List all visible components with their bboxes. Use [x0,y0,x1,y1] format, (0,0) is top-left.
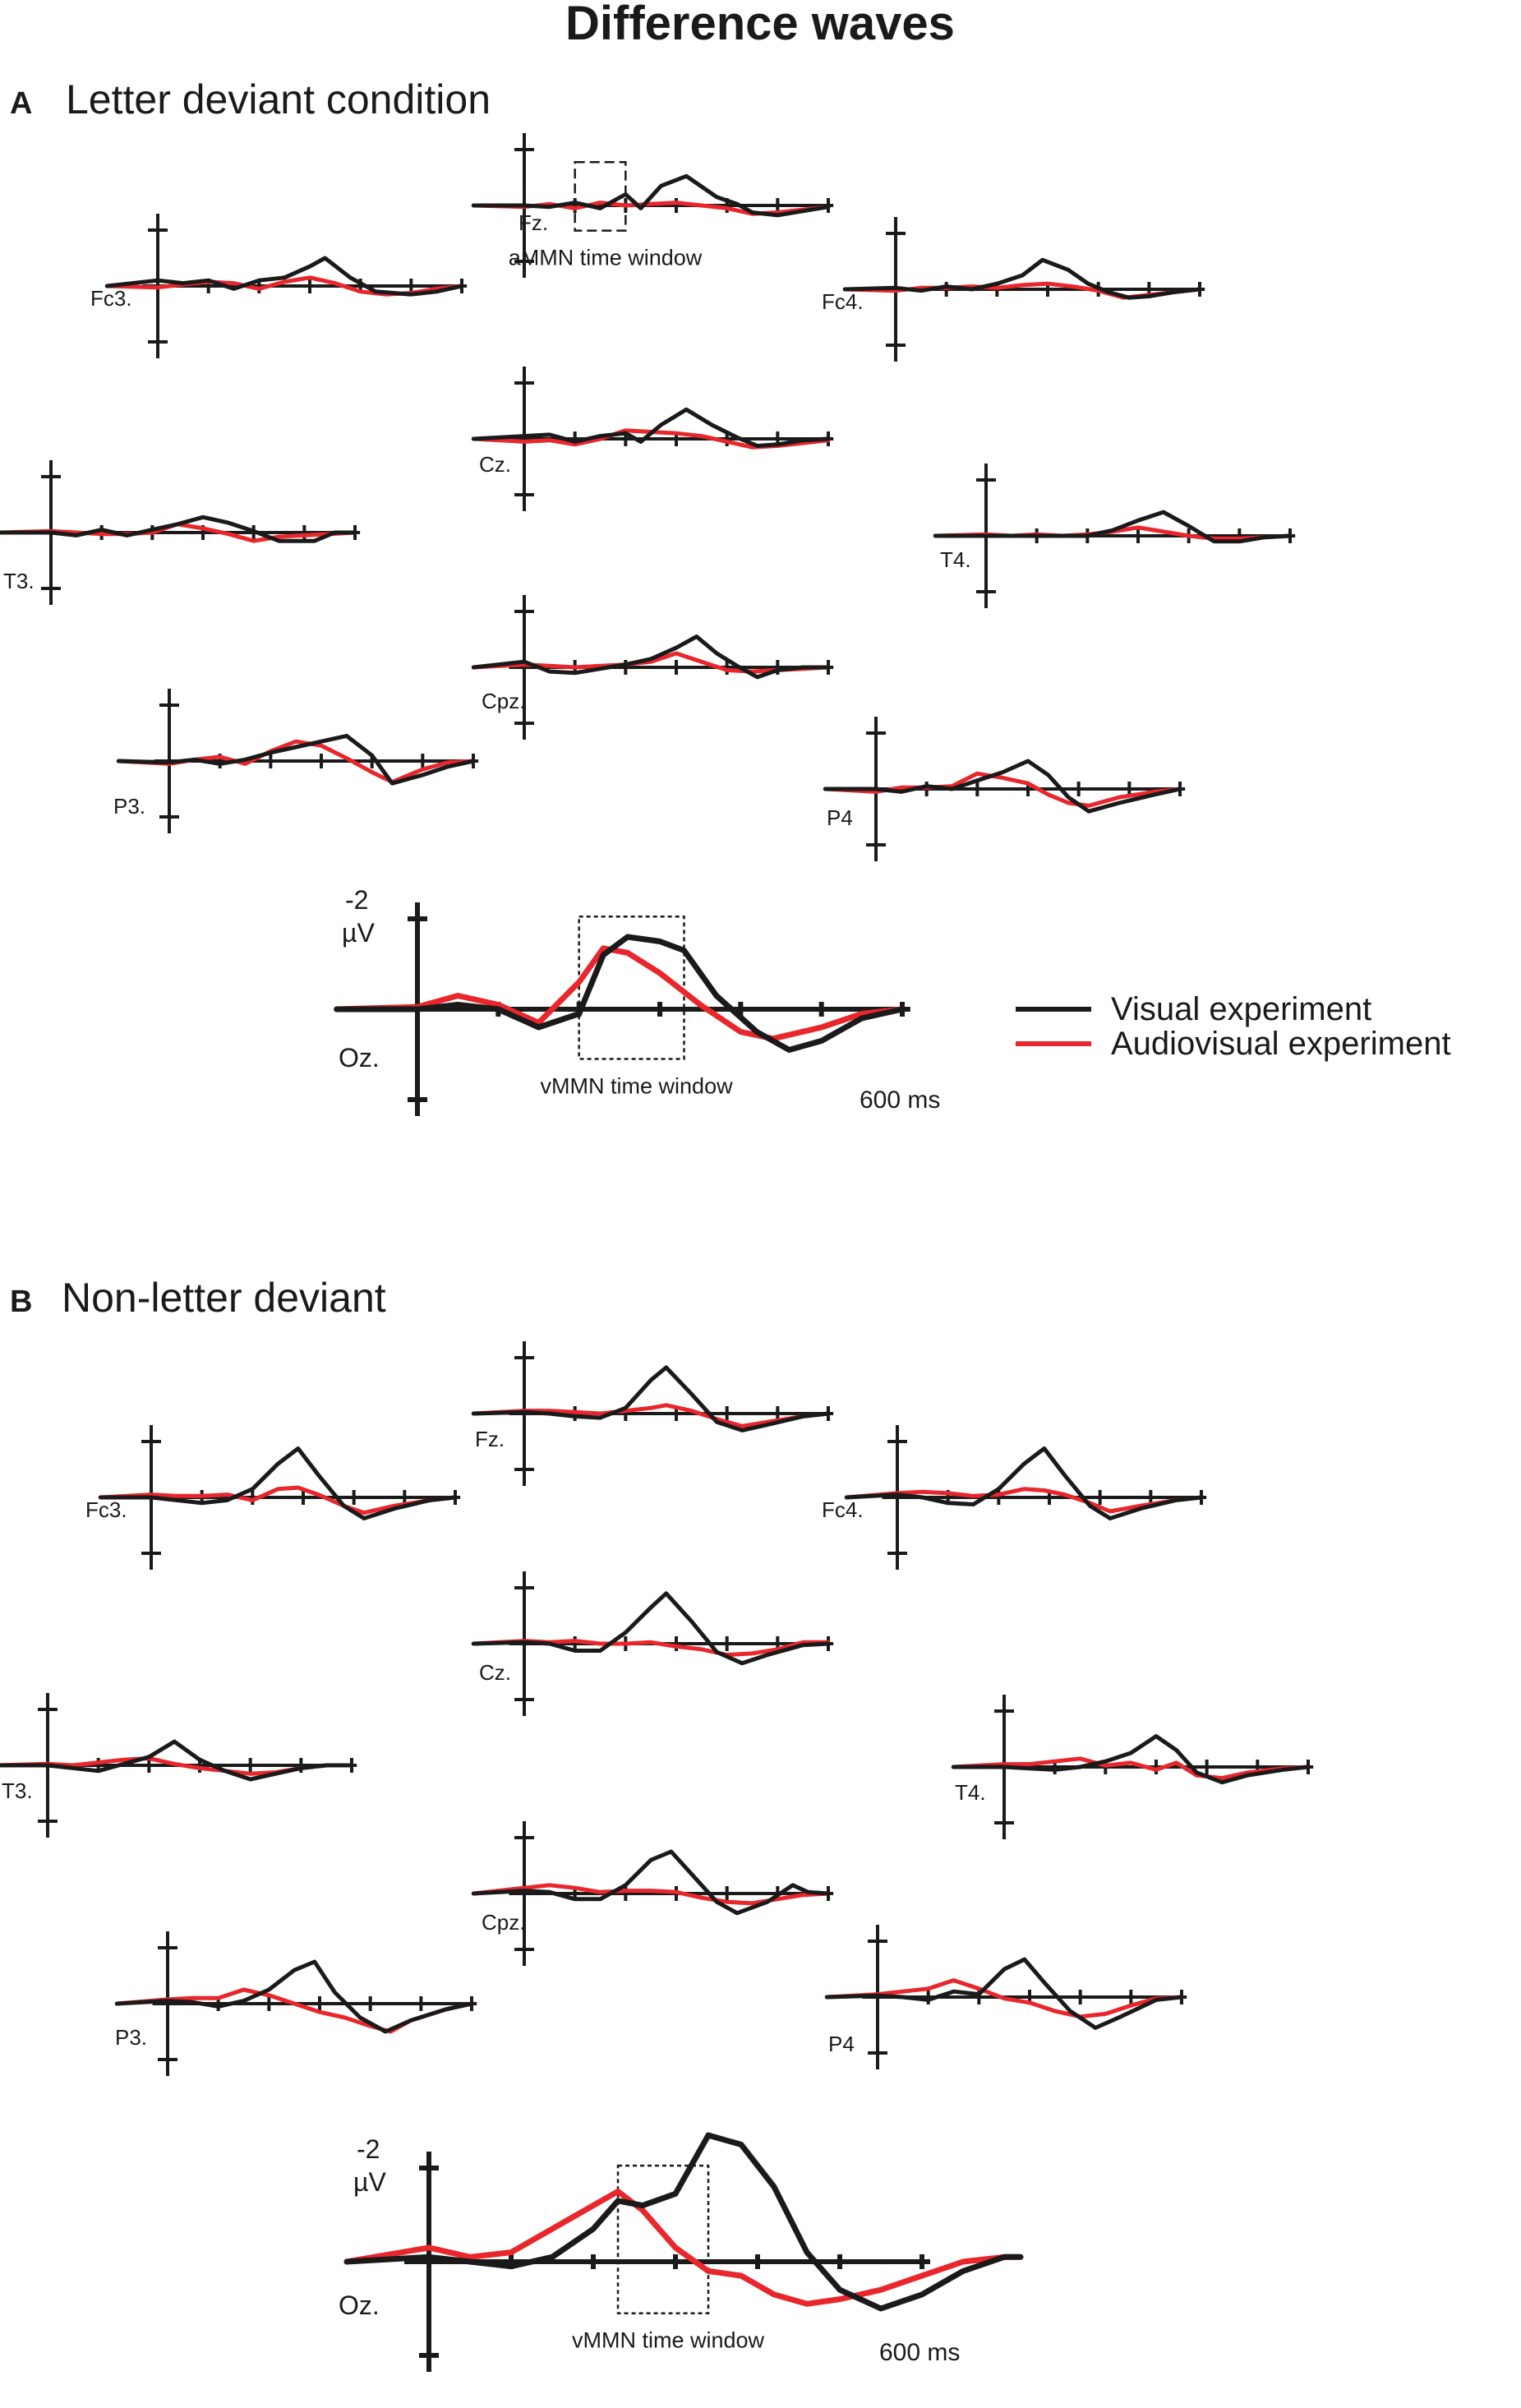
electrode-plot-oz: vMMN time window Oz. -2µV 600 ms [339,2132,1024,2372]
electrode-plot-p3: P3. [113,689,479,833]
panel-a: aMMN time window Fz. Fc3. Fc4. Cz. T3. T4. Cpz.… [0,133,1296,1116]
trace-visual-p4 [823,759,1182,814]
trace-visual-p3 [116,733,476,786]
electrode-plot-fc4: Fc4. [822,1425,1207,1570]
trace-visual-cpz [471,634,831,680]
trace-visual-fc3 [98,1446,458,1520]
trace-visual-t4 [933,510,1293,544]
trace-visual-fc4 [844,1446,1204,1520]
electrode-label-cpz: Cpz. [482,1910,525,1935]
trace-visual-t4 [951,1734,1311,1785]
trace-audiovisual-p4 [824,1978,1184,2019]
trace-visual-p4 [824,1957,1184,2030]
trace-visual-fc3 [104,256,464,297]
electrode-plot-cpz: Cpz. [471,1821,834,1966]
trace-visual-oz [334,934,906,1053]
electrode-plot-t3: T3. [0,1693,357,1838]
electrode-label-t4: T4. [955,1780,986,1805]
electrode-plot-t3: T3. [0,460,361,605]
electrode-label-fz: Fz. [519,210,548,235]
oz-y-scale-value: -2 [357,2134,380,2164]
electrode-plot-p3: P3. [114,1931,477,2076]
time-window-label-oz: vMMN time window [541,1074,734,1099]
trace-audiovisual-fz [471,1403,831,1428]
electrode-plot-t4: T4. [933,464,1296,608]
panel-b-title: Non-letter deviant [62,1275,386,1321]
electrode-plot-p4: P4 [824,1925,1187,2069]
electrode-label-fc3: Fc3. [90,286,132,311]
legend-visual-label: Visual experiment [1111,991,1371,1027]
trace-visual-cz [471,1591,831,1666]
panel-b-letter: B [10,1285,32,1319]
electrode-label-t3: T3. [3,569,35,593]
trace-visual-cpz [471,1849,831,1916]
oz-y-scale-unit: µV [342,918,375,948]
time-window-box-oz [616,2164,710,2314]
trace-audiovisual-p4 [823,771,1182,808]
electrode-label-cz: Cz. [479,452,511,477]
electrode-label-fc3: Fc3. [85,1497,127,1522]
trace-visual-t3 [0,1739,354,1782]
trace-audiovisual-cz [471,1639,831,1658]
electrode-plot-p4: P4 [823,717,1186,861]
electrode-label-t4: T4. [940,547,971,572]
time-window-label-fz: aMMN time window [509,246,703,270]
figure-title: Difference waves [565,0,955,50]
legend-audiovisual-label: Audiovisual experiment [1111,1026,1451,1062]
electrode-plot-fc3: Fc3. [85,1425,461,1570]
electrode-label-t3: T3. [2,1778,33,1803]
oz-x-scale-label: 600 ms [860,1086,940,1114]
time-window-label-oz: vMMN time window [572,2328,765,2353]
electrode-plot-fz: aMMN time window Fz. [471,133,834,278]
trace-visual-t3 [0,514,357,543]
electrode-plot-fc4: Fc4. [822,217,1205,362]
electrode-label-oz: Oz. [339,1043,380,1073]
electrode-plot-fc3: Fc3. [90,214,468,358]
trace-audiovisual-oz [343,2189,1024,2307]
oz-x-scale-label: 600 ms [879,2339,960,2366]
trace-visual-fz [471,1365,831,1432]
electrode-label-p3: P3. [113,794,145,819]
trace-visual-oz [343,2132,1024,2312]
legend: Visual experiment Audiovisual experiment [1016,991,1451,1062]
electrode-label-cpz: Cpz. [482,689,525,713]
electrode-plot-cpz: Cpz. [471,595,834,740]
electrode-label-fc4: Fc4. [822,1497,864,1522]
trace-visual-p3 [114,1959,474,2034]
trace-audiovisual-fc4 [844,1487,1204,1514]
electrode-plot-cz: Cz. [471,367,834,511]
trace-audiovisual-t4 [951,1756,1311,1781]
electrode-label-p3: P3. [115,2025,147,2050]
panel-a-title: Letter deviant condition [66,76,491,122]
trace-visual-fc4 [842,257,1202,300]
electrode-label-fz: Fz. [475,1427,505,1451]
panel-b: Fz. Fc3. Fc4. Cz. T3. T4. Cpz. P3. P4 vMMN time w… [0,1341,1314,2372]
time-window-box-oz [578,916,685,1060]
trace-audiovisual-p3 [114,1987,474,2034]
electrode-label-p4: P4 [828,2032,855,2056]
electrode-label-p4: P4 [827,805,853,830]
electrode-plot-oz: vMMN time window Oz. -2µV 600 ms [334,885,940,1116]
trace-audiovisual-fc3 [98,1485,458,1515]
oz-y-scale-unit: µV [353,2167,386,2197]
trace-visual-fz [471,173,831,218]
electrode-label-oz: Oz. [339,2290,380,2320]
electrode-plot-t4: T4. [951,1695,1314,1839]
electrode-label-cz: Cz. [479,1660,511,1685]
electrode-plot-fz: Fz. [471,1341,834,1486]
trace-audiovisual-oz [334,945,906,1042]
panel-a-letter: A [10,86,32,121]
trace-visual-cz [471,407,831,448]
electrode-plot-cz: Cz. [471,1571,834,1716]
electrode-label-fc4: Fc4. [822,289,864,314]
oz-y-scale-value: -2 [345,885,368,915]
